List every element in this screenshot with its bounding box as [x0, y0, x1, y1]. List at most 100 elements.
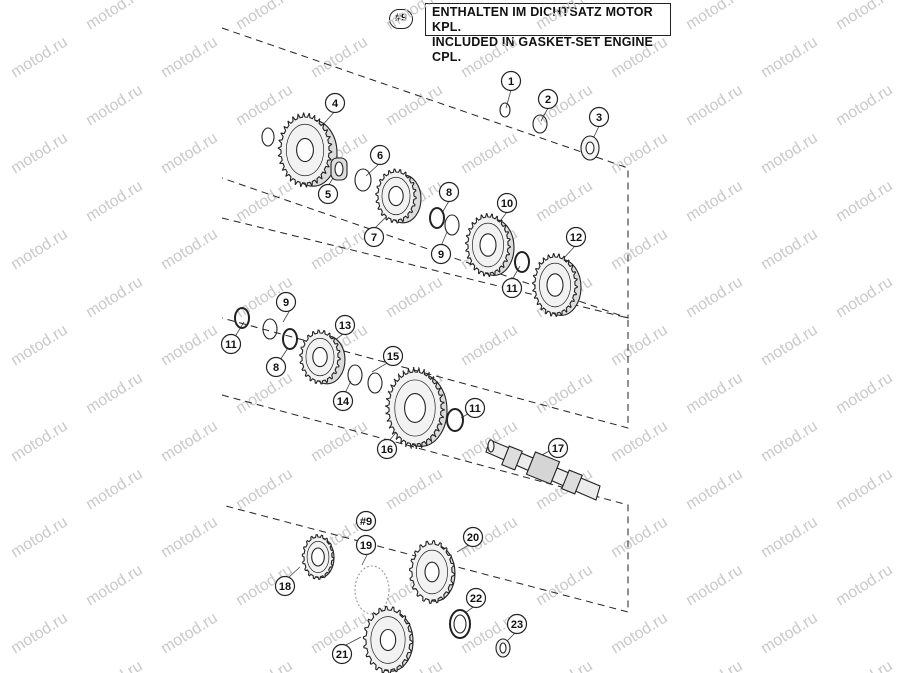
callout-circle: [506, 613, 528, 635]
part-11-bush: [514, 251, 530, 273]
watermark-text: motod.ru: [383, 274, 446, 322]
watermark-text: motod.ru: [8, 226, 71, 274]
watermark-text: motod.ru: [533, 658, 596, 673]
callout: 22: [465, 587, 487, 609]
part-23-nut: [495, 638, 511, 658]
note-line-german: ENTHALTEN IM DICHTSATZ MOTOR KPL.: [432, 5, 653, 34]
part-3-lock-washer: [580, 135, 600, 161]
callout: #9: [355, 510, 377, 532]
watermark-text: motod.ru: [758, 226, 821, 274]
watermark-text: motod.ru: [233, 658, 296, 673]
watermark-text: motod.ru: [458, 130, 521, 178]
callout: 23: [506, 613, 528, 635]
part-20-sprocket: [409, 540, 456, 604]
callout-label: 11: [225, 339, 237, 351]
callout-circle: [465, 587, 487, 609]
callout-circle: [537, 88, 559, 110]
callout-label: 22: [470, 593, 482, 605]
watermark-text: motod.ru: [233, 82, 296, 130]
watermark-text: motod.ru: [158, 226, 221, 274]
callout: 7: [363, 226, 385, 248]
watermark-text: motod.ru: [158, 322, 221, 370]
callout-circle: [464, 397, 486, 419]
callout-label: 10: [501, 198, 513, 210]
callout: 21: [331, 643, 353, 665]
callout-label: 2: [545, 94, 551, 106]
watermark-text: motod.ru: [83, 658, 146, 673]
callout-label: 23: [511, 619, 523, 631]
callout: 5: [317, 183, 339, 205]
part-13-gear: [299, 329, 346, 385]
watermark-text: motod.ru: [758, 322, 821, 370]
watermark-text: motod.ru: [158, 34, 221, 82]
watermark-text: motod.ru: [833, 658, 896, 673]
watermark-text: motod.ru: [683, 370, 746, 418]
part-9-washer-b: [262, 318, 278, 340]
part-22-washer: [449, 609, 471, 639]
callout-circle: [496, 192, 518, 214]
part-1-circlip: [499, 102, 511, 118]
watermark-text: motod.ru: [833, 0, 896, 33]
callout-circle: [334, 314, 356, 336]
watermark-text: motod.ru: [158, 610, 221, 658]
callout: 15: [382, 345, 404, 367]
callout: 14: [332, 390, 354, 412]
callout-circle: [430, 243, 452, 265]
watermark-text: motod.ru: [758, 418, 821, 466]
callout-label: 1: [508, 76, 514, 88]
group-frames: [221, 27, 629, 613]
watermark-text: motod.ru: [533, 370, 596, 418]
watermark-text: motod.ru: [608, 34, 671, 82]
part-17-shaft: [485, 439, 601, 501]
callout-circle: [317, 183, 339, 205]
watermark-text: motod.ru: [758, 130, 821, 178]
note-reference-label: #9: [389, 9, 413, 29]
group-frame-1: [221, 27, 629, 319]
watermark-text: motod.ru: [308, 226, 371, 274]
callout: 6: [369, 144, 391, 166]
watermark-text: motod.ru: [308, 34, 371, 82]
callout-label: 12: [570, 232, 582, 244]
callout-circle: [265, 356, 287, 378]
callout-circle: [331, 643, 353, 665]
callout: 11: [464, 397, 486, 419]
watermark-text: motod.ru: [758, 514, 821, 562]
watermark-text: motod.ru: [383, 466, 446, 514]
callout-label: 18: [279, 581, 291, 593]
part-18-sprocket: [301, 533, 335, 581]
callout: 11: [501, 277, 523, 299]
callout: 4: [324, 92, 346, 114]
callout-circle: [275, 291, 297, 313]
watermark-text: motod.ru: [158, 130, 221, 178]
callout: 8: [438, 181, 460, 203]
callout-circle: [220, 333, 242, 355]
callout-label: #9: [360, 516, 372, 528]
callout-circle: [547, 437, 569, 459]
callout-label: 11: [469, 403, 481, 415]
watermark-text: motod.ru: [608, 130, 671, 178]
watermark-text: motod.ru: [8, 130, 71, 178]
callout-circle: [501, 277, 523, 299]
part-5-needle-bearing: [330, 157, 348, 181]
callout-label: 13: [339, 320, 351, 332]
callout-label: 11: [506, 283, 518, 295]
part-6-washer: [354, 168, 372, 192]
callout-circle: [462, 526, 484, 548]
callout: 16: [376, 438, 398, 460]
part-15-washer: [367, 372, 383, 394]
callout-circle: [438, 181, 460, 203]
watermark-text: motod.ru: [83, 562, 146, 610]
watermark-text: motod.ru: [683, 562, 746, 610]
watermark-text: motod.ru: [308, 418, 371, 466]
watermark-text: motod.ru: [608, 610, 671, 658]
part-12-gear: [531, 253, 582, 317]
part-thrust-ring-a: [261, 127, 275, 147]
group-frame-2: [221, 217, 629, 429]
watermark-text: motod.ru: [683, 466, 746, 514]
callout-label: 3: [596, 112, 602, 124]
callout: 3: [588, 106, 610, 128]
part-9-washer: [444, 214, 460, 236]
watermark-text: motod.ru: [608, 418, 671, 466]
callout-circle: [355, 510, 377, 532]
